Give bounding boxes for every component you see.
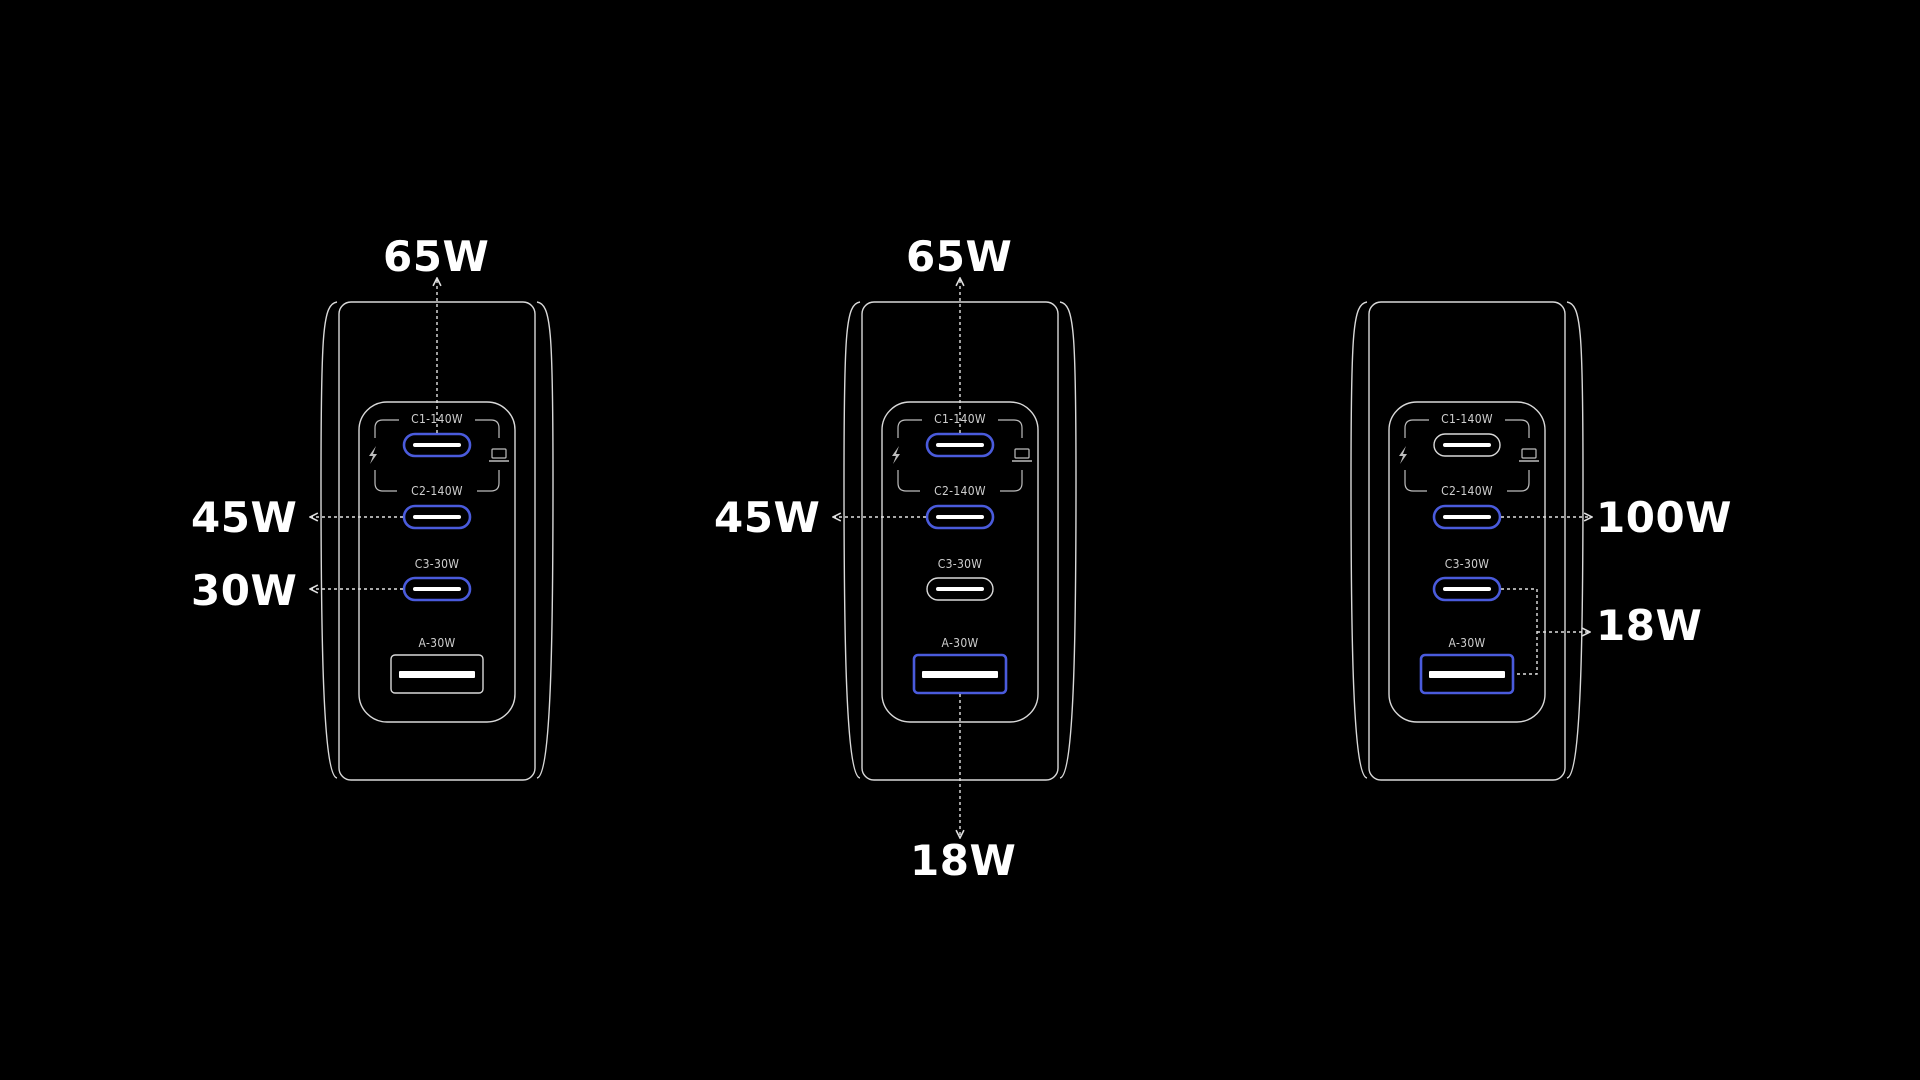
charger-2-c1-port [925, 432, 995, 458]
charger-1-bracket-right-bottom [477, 470, 500, 492]
charger-2-bracket-right-bottom [1000, 470, 1023, 492]
charger-2-a-port-label: A-30W [941, 636, 979, 650]
charger-2-right-prong [1059, 301, 1077, 779]
charger-3-right-prong [1566, 301, 1584, 779]
charger-3-bracket-right-top [1505, 419, 1530, 438]
charger-1-c2-output-label: 45W [191, 493, 298, 542]
charger-1-bracket-right-top [475, 419, 500, 438]
charger-3-c1-port-label: C1-140W [1441, 412, 1493, 426]
charger-1-a-port-label: A-30W [418, 636, 456, 650]
charger-1-c1-port-label: C1-140W [411, 412, 463, 426]
charger-1-c3-port-label: C3-30W [414, 557, 460, 571]
charger-1-a-port-slot [399, 671, 475, 678]
charger-2-left-prong [843, 301, 861, 779]
charger-3-c2-port [1432, 504, 1502, 530]
charger-3-a-port-slot [1429, 671, 1505, 678]
charger-1-c1-port-slot [413, 443, 461, 447]
charger-2-c1-port-slot [936, 443, 984, 447]
charger-3-port-panel [1388, 401, 1546, 723]
charger-3-c2-port-label: C2-140W [1441, 484, 1493, 498]
charger-1-laptop-icon [491, 448, 507, 459]
charger-3-c1-port [1433, 433, 1501, 457]
charger-3-bracket-left-bottom [1404, 470, 1427, 492]
charger-3-laptop-icon [1521, 448, 1537, 459]
charger-1-bracket-left-top [374, 419, 399, 438]
charger-1-lightning-icon [369, 446, 377, 464]
charger-2-a-port-slot [922, 671, 998, 678]
charger-1-c3-output-label: 30W [191, 566, 298, 615]
charger-1-right-prong [536, 301, 554, 779]
charger-2-bracket-left-top [897, 419, 922, 438]
charger-1-c3-port-slot [413, 587, 461, 591]
charger-2-c3-port [926, 577, 994, 601]
charger-3-a-port-label: A-30W [1448, 636, 1486, 650]
charger-2-laptop-icon [1014, 448, 1030, 459]
charger-3-c3-port-slot [1443, 587, 1491, 591]
charger-1-c3-port [402, 576, 472, 602]
charger-3-c2-port-slot [1443, 515, 1491, 519]
charger-2-a-port [912, 653, 1008, 695]
charger-2-c1-output-label: 65W [906, 232, 1013, 281]
charger-2-c2-output-label: 45W [714, 493, 821, 542]
charger-1-bracket-left-bottom [374, 470, 397, 492]
charger-3-c2-output-label: 100W [1596, 493, 1732, 542]
charger-3-lightning-icon [1399, 446, 1407, 464]
charger-3-c3-a-bridge [1501, 588, 1538, 675]
charger-2-c3-port-slot [936, 587, 984, 591]
charger-3-body [1368, 301, 1566, 781]
charger-1-c2-port [402, 504, 472, 530]
charger-1-c1-output-label: 65W [383, 232, 490, 281]
charger-2-a-output-label: 18W [910, 836, 1017, 885]
charger-1-c2-port-slot [413, 515, 461, 519]
charger-3-bracket-right-bottom [1507, 470, 1530, 492]
charger-3-c3-port-label: C3-30W [1444, 557, 1490, 571]
charger-3-c1-port-slot [1443, 443, 1491, 447]
charger-2-c2-port [925, 504, 995, 530]
charger-3-c3-port [1432, 576, 1502, 602]
charger-2-lightning-icon [892, 446, 900, 464]
charger-1-a-port [390, 654, 484, 694]
charger-2-c1-port-label: C1-140W [934, 412, 986, 426]
charger-3-left-prong [1350, 301, 1368, 779]
charger-2-bracket-left-bottom [897, 470, 920, 492]
charger-2-c2-port-label: C2-140W [934, 484, 986, 498]
charger-1-left-prong [320, 301, 338, 779]
charger-2-c3-port-label: C3-30W [937, 557, 983, 571]
charger-3-a-port [1419, 653, 1515, 695]
charger-2-c2-port-slot [936, 515, 984, 519]
charger-1-body [338, 301, 536, 781]
charger-3-bracket-left-top [1404, 419, 1429, 438]
charger-3-c3-a-combined-output-label: 18W [1596, 601, 1703, 650]
charger-1-c1-port [402, 432, 472, 458]
charger-1-c2-port-label: C2-140W [411, 484, 463, 498]
charger-2-bracket-right-top [998, 419, 1023, 438]
